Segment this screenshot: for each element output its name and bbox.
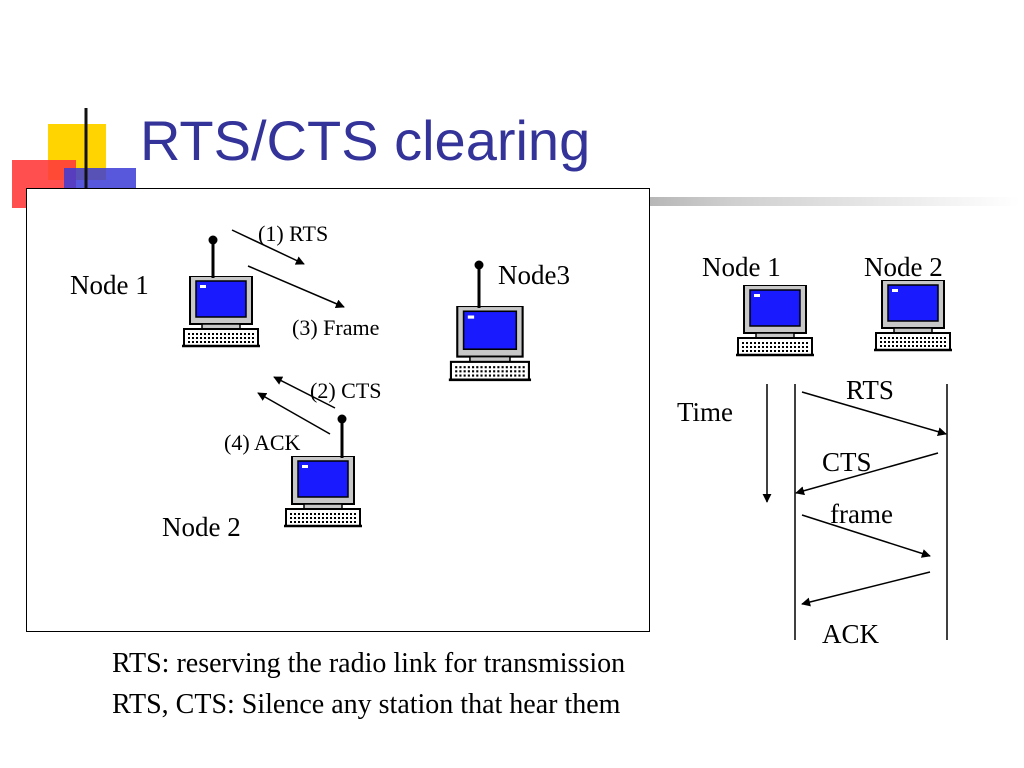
timeline-rts-label: RTS bbox=[846, 375, 894, 405]
frame-arrow bbox=[247, 265, 345, 308]
node1-label: Node 1 bbox=[70, 270, 149, 300]
time-label: Time bbox=[677, 397, 734, 427]
ack-arrow bbox=[257, 392, 331, 435]
frame-label: (3) Frame bbox=[292, 315, 380, 340]
timeline-frame-arrow bbox=[801, 514, 931, 558]
node1-antenna bbox=[208, 235, 218, 278]
timeline-frame-label: frame bbox=[830, 499, 893, 529]
node3-label: Node3 bbox=[498, 260, 570, 290]
timeline-cts-arrow bbox=[795, 452, 939, 496]
footer-line-2: RTS, CTS: Silence any station that hear … bbox=[112, 689, 621, 720]
slide-title: RTS/CTS clearing bbox=[140, 109, 591, 172]
timeline-cts-label: CTS bbox=[822, 447, 872, 477]
node3-antenna bbox=[474, 260, 484, 308]
node2-antenna bbox=[337, 414, 347, 458]
timeline-ack-label: ACK bbox=[822, 619, 880, 649]
timeline-rts-arrow bbox=[801, 391, 947, 437]
cts-label: (2) CTS bbox=[310, 378, 382, 403]
rts-arrow bbox=[231, 229, 305, 265]
node2-label: Node 2 bbox=[162, 512, 241, 542]
rts-label: (1) RTS bbox=[258, 221, 329, 246]
network-diagram-box bbox=[26, 188, 650, 632]
footer-line-1: RTS: reserving the radio link for transm… bbox=[112, 648, 626, 679]
ack-label: (4) ACK bbox=[224, 430, 301, 455]
cts-arrow bbox=[273, 376, 336, 409]
timeline-node2-label: Node 2 bbox=[864, 252, 943, 282]
timeline-ack-arrow bbox=[801, 571, 931, 607]
timeline-node1-label: Node 1 bbox=[702, 252, 781, 282]
